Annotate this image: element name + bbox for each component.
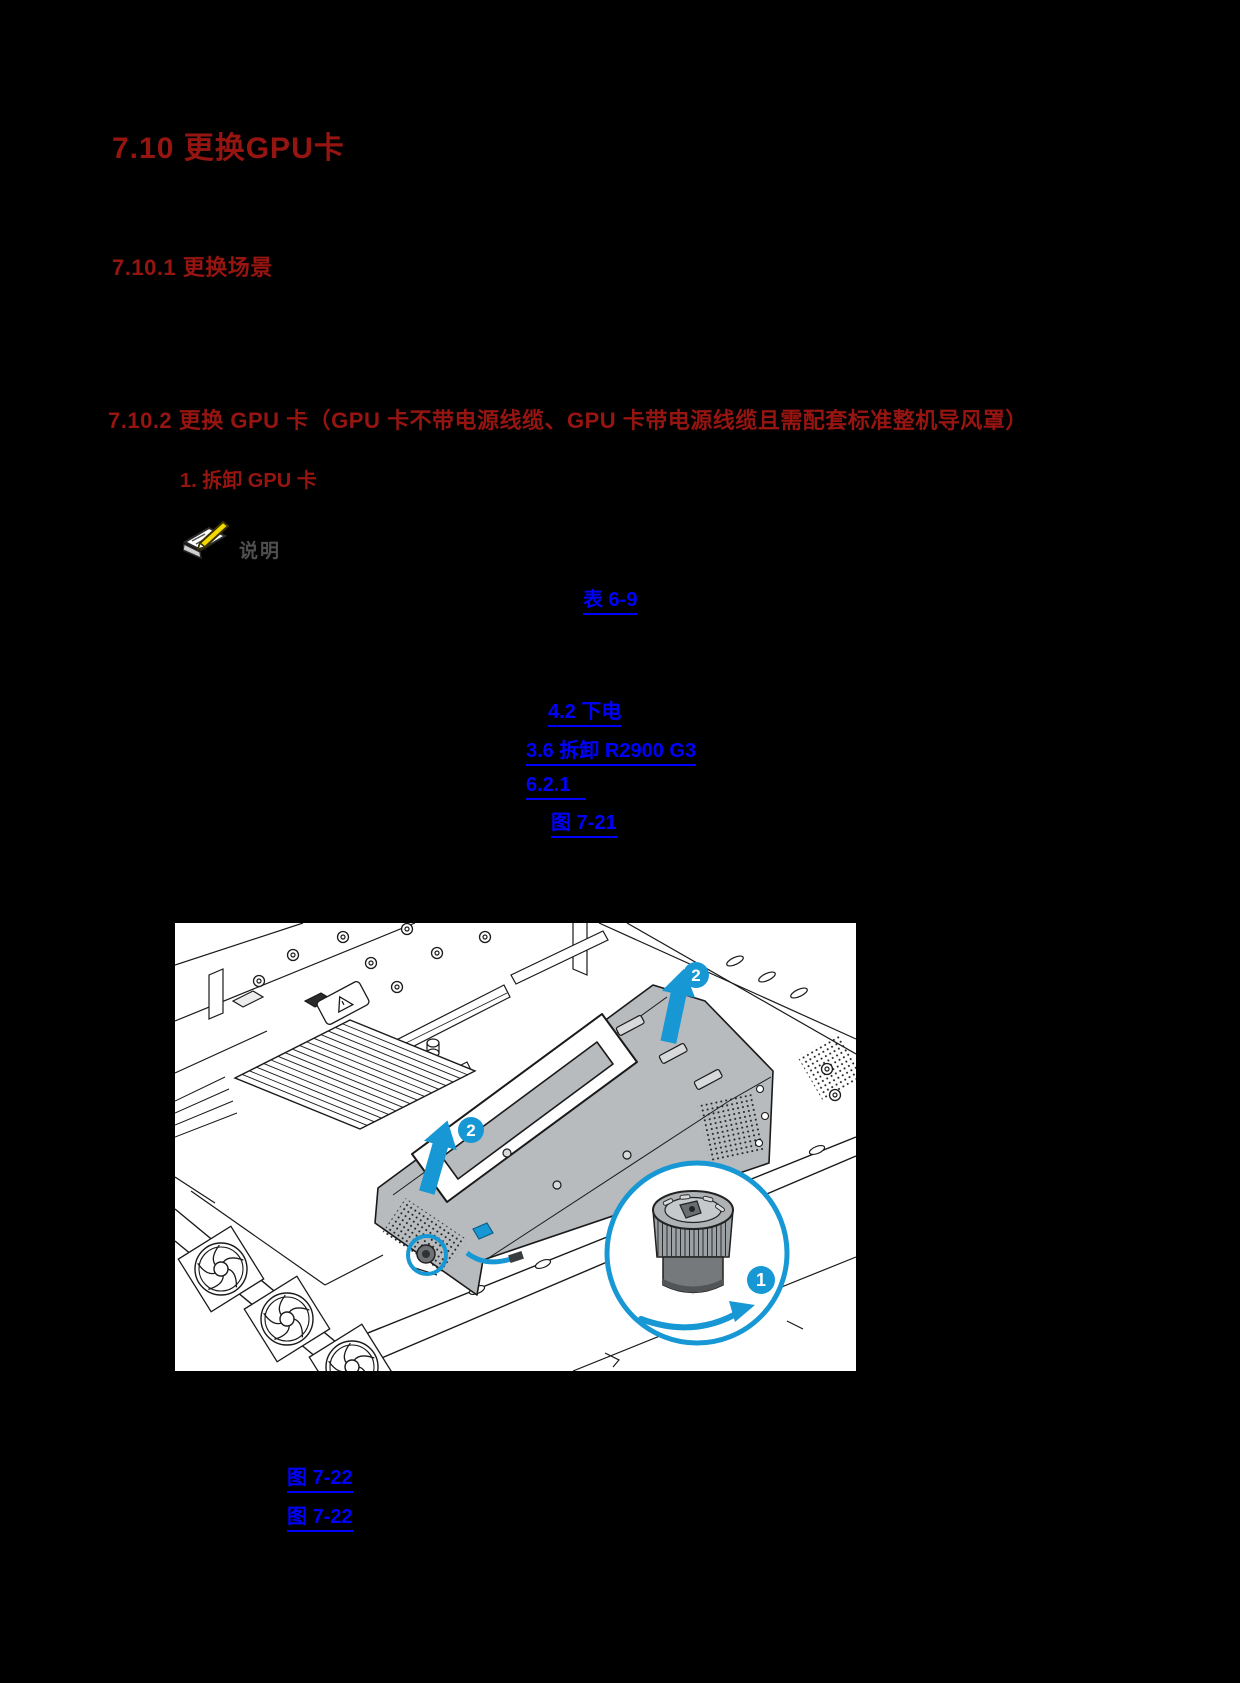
callout-badge-2-top [683,962,709,988]
note-pencil-icon [182,520,230,565]
rotate-arrow [638,1308,744,1331]
callout-2-middle-label: 2 [466,1121,475,1140]
note-label: 说明 [239,541,282,562]
link-figure-7-21[interactable]: 图 7-21 [551,806,617,838]
callout-badge-1 [747,1266,775,1294]
callout-2-top-label: 2 [691,966,700,985]
link-section-3-6-remove-server[interactable]: 3.6 拆卸 R2900 G3 [526,734,697,766]
section-title-7-10: 7.10 更换GPU卡 [112,132,345,165]
gpu-power-cable [465,1250,512,1265]
thumbscrew-inset: 1 [604,1160,790,1346]
callout-1-label: 1 [756,1270,766,1290]
link-figure-7-22-second[interactable]: 图 7-22 [287,1500,353,1532]
lift-arrow-middle: 2 [419,1117,484,1195]
thumbscrew-highlight [406,1234,448,1276]
link-table-6-9[interactable]: 表 6-9 [583,583,638,615]
riser-release-latch [472,1222,494,1240]
gpu-riser-removal-figure: 2 2 [174,922,865,1411]
lift-arrow-top: 2 [660,962,709,1044]
note-callout: 说明 [182,520,282,565]
section-title-7-10-1: 7.10.1 更换场景 [112,255,273,280]
step-title-remove-gpu: 1. 拆卸 GPU 卡 [180,470,317,492]
callout-badge-2-middle [458,1117,484,1143]
warning-label [316,981,370,1025]
link-section-4-2-power-off[interactable]: 4.2 下电 [548,695,622,727]
gpu-riser-cage [374,984,774,1296]
section-title-7-10-2: 7.10.2 更换 GPU 卡（GPU 卡不带电源线缆、GPU 卡带电源线缆且需… [108,408,1028,433]
link-figure-7-22-first[interactable]: 图 7-22 [287,1461,353,1493]
link-section-6-2-1[interactable]: 6.2.1 [526,774,587,800]
